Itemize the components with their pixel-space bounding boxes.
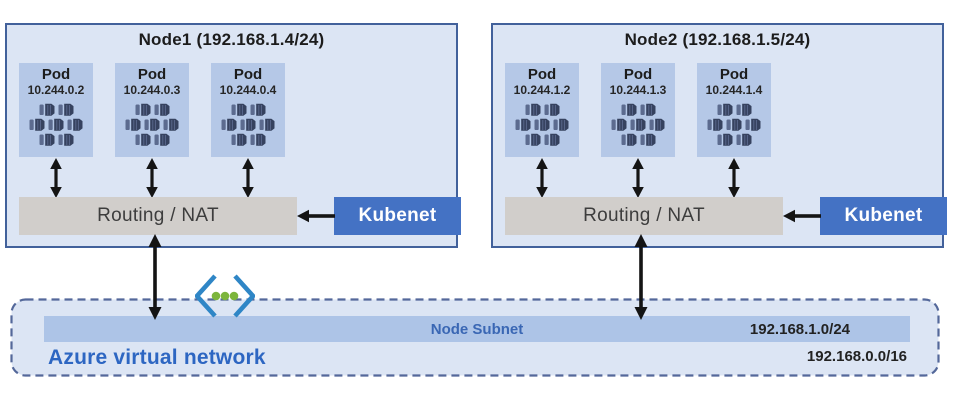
pod: Pod 10.244.1.2 bbox=[505, 63, 579, 198]
container-cluster-icon bbox=[515, 103, 569, 146]
pod: Pod 10.244.0.3 bbox=[115, 63, 189, 198]
node-title: Node1 (192.168.1.4/24) bbox=[138, 30, 325, 49]
routing-to-subnet-arrow-icon bbox=[634, 234, 648, 320]
pod-box: Pod 10.244.0.4 bbox=[211, 63, 285, 157]
pod-to-routing-arrow-icon bbox=[242, 158, 254, 198]
pod: Pod 10.244.1.4 bbox=[697, 63, 771, 198]
pod: Pod 10.244.0.4 bbox=[211, 63, 285, 198]
pods-row: Pod 10.244.0.2 Pod 10.244.0.3 bbox=[19, 63, 285, 198]
kubenet-box: Kubenet bbox=[820, 197, 947, 235]
pod: Pod 10.244.0.2 bbox=[19, 63, 93, 198]
pod-box: Pod 10.244.1.3 bbox=[601, 63, 675, 157]
pod-box: Pod 10.244.1.2 bbox=[505, 63, 579, 157]
virtual-network-icon bbox=[195, 274, 255, 318]
azure-vnet-cidr: 192.168.0.0/16 bbox=[806, 348, 907, 365]
pod-ip: 10.244.0.2 bbox=[27, 83, 85, 97]
azure-vnet-box: Node Subnet 192.168.1.0/24 Azure virtual… bbox=[10, 298, 940, 377]
routing-nat-bar: Routing / NAT bbox=[19, 197, 297, 235]
node-subnet-bar: Node Subnet 192.168.1.0/24 bbox=[44, 316, 910, 342]
kubenet-label: Kubenet bbox=[358, 205, 437, 226]
container-cluster-icon bbox=[221, 103, 275, 146]
azure-vnet-label: Azure virtual network bbox=[48, 346, 266, 369]
pod-box: Pod 10.244.0.2 bbox=[19, 63, 93, 157]
pod-box: Pod 10.244.1.4 bbox=[697, 63, 771, 157]
container-cluster-icon bbox=[611, 103, 665, 146]
pod-ip: 10.244.1.3 bbox=[609, 83, 667, 97]
pod-label: Pod bbox=[41, 66, 71, 83]
container-cluster-icon bbox=[29, 103, 83, 146]
routing-nat-label: Routing / NAT bbox=[583, 205, 705, 226]
node-1: Node1 (192.168.1.4/24) Pod 10.244.0.2 Po… bbox=[5, 23, 461, 320]
kubenet-box: Kubenet bbox=[334, 197, 461, 235]
pod-to-routing-arrow-icon bbox=[536, 158, 548, 198]
pod-to-routing-arrow-icon bbox=[146, 158, 158, 198]
kubenet-label: Kubenet bbox=[844, 205, 923, 226]
pod-ip: 10.244.0.3 bbox=[123, 83, 181, 97]
kubenet-to-routing-arrow-icon bbox=[783, 209, 821, 223]
routing-nat-bar: Routing / NAT bbox=[505, 197, 783, 235]
pod-label: Pod bbox=[719, 66, 749, 83]
pod-label: Pod bbox=[527, 66, 557, 83]
pod-box: Pod 10.244.0.3 bbox=[115, 63, 189, 157]
node-title: Node2 (192.168.1.5/24) bbox=[624, 30, 811, 49]
node-2: Node2 (192.168.1.5/24) Pod 10.244.1.2 Po… bbox=[491, 23, 947, 320]
pod-label: Pod bbox=[233, 66, 263, 83]
pod-to-routing-arrow-icon bbox=[728, 158, 740, 198]
kubenet-to-routing-arrow-icon bbox=[297, 209, 335, 223]
container-cluster-icon bbox=[125, 103, 179, 146]
pod-to-routing-arrow-icon bbox=[50, 158, 62, 198]
container-cluster-icon bbox=[707, 103, 761, 146]
pod-to-routing-arrow-icon bbox=[632, 158, 644, 198]
node-subnet-cidr: 192.168.1.0/24 bbox=[749, 320, 850, 338]
pod-label: Pod bbox=[623, 66, 653, 83]
routing-to-subnet-arrow-icon bbox=[148, 234, 162, 320]
routing-nat-label: Routing / NAT bbox=[97, 205, 219, 226]
node-subnet-label: Node Subnet bbox=[430, 320, 524, 338]
pod-ip: 10.244.1.4 bbox=[705, 83, 763, 97]
pod-ip: 10.244.1.2 bbox=[513, 83, 571, 97]
pod: Pod 10.244.1.3 bbox=[601, 63, 675, 198]
pod-ip: 10.244.0.4 bbox=[219, 83, 277, 97]
pod-label: Pod bbox=[137, 66, 167, 83]
pods-row: Pod 10.244.1.2 Pod 10.244.1.3 bbox=[505, 63, 771, 198]
